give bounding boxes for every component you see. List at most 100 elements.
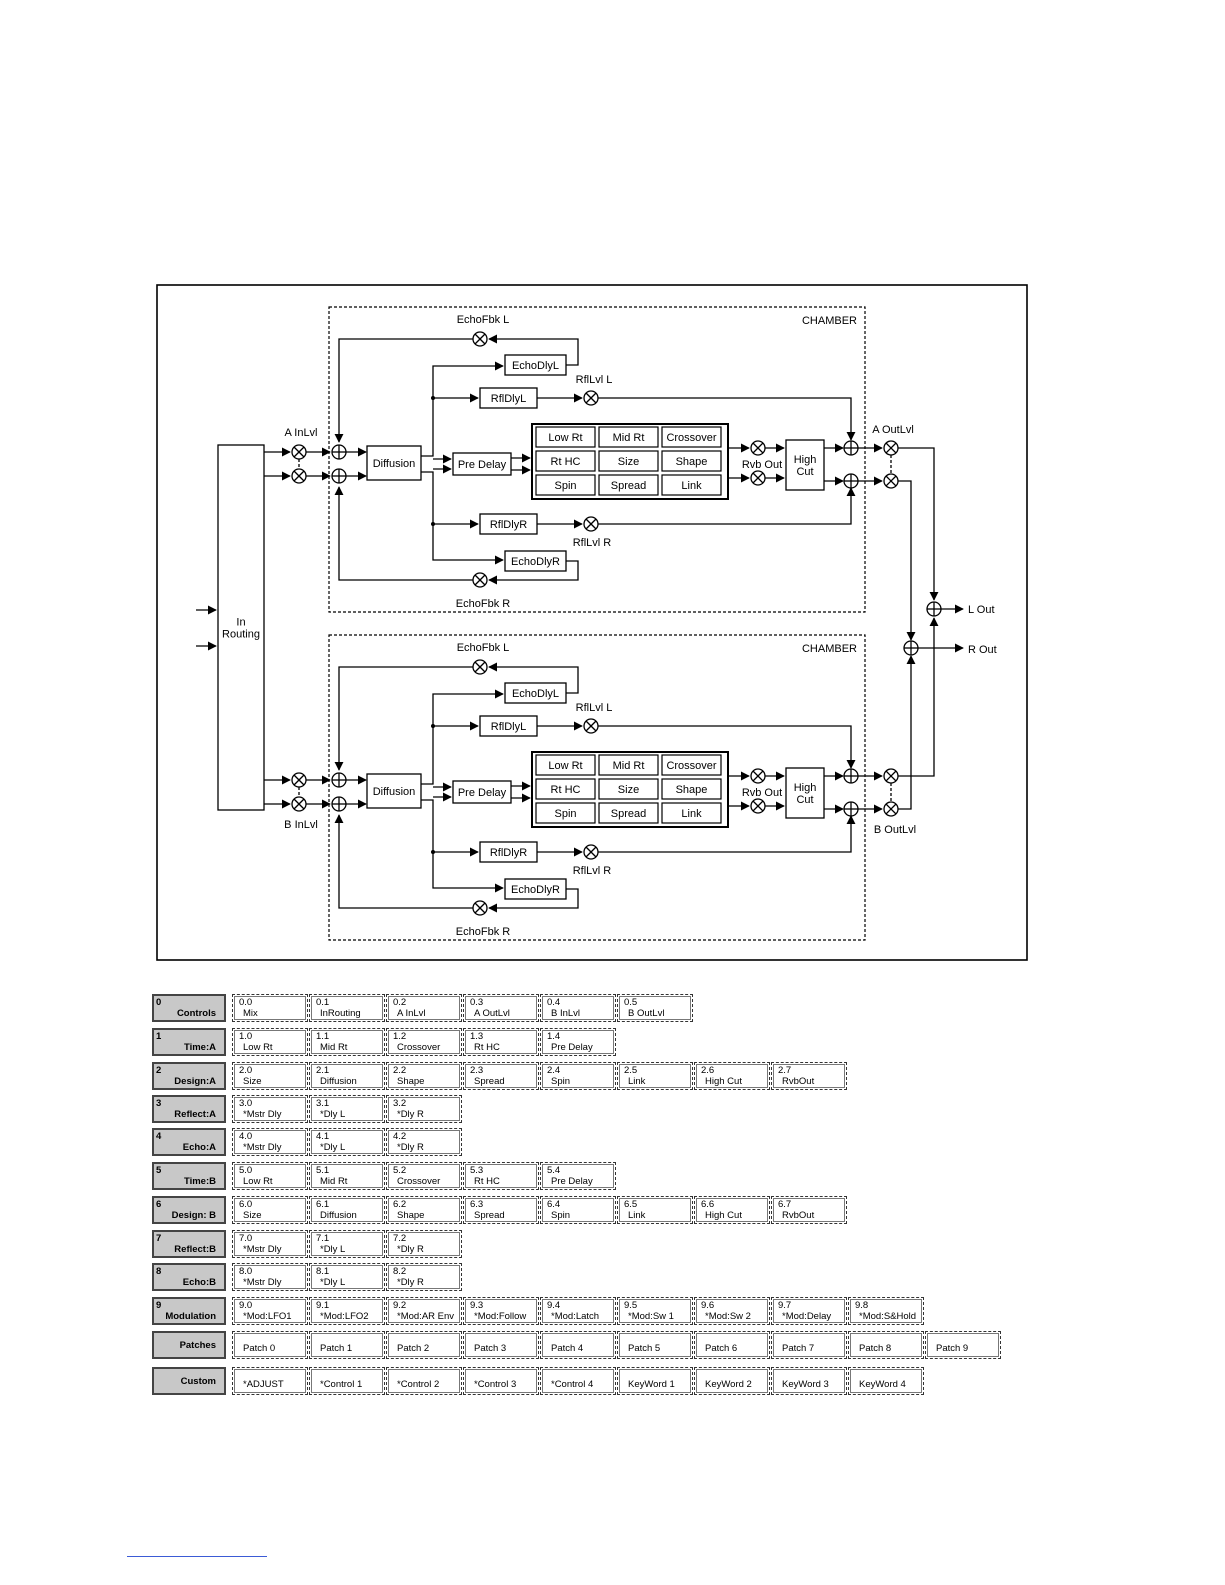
b-out-r-icon bbox=[883, 801, 899, 817]
param-row-header: Custom bbox=[152, 1367, 226, 1395]
param-cell[interactable]: 9.4*Mod:Latch bbox=[540, 1297, 616, 1325]
echo-fbk-l-icon bbox=[472, 659, 488, 675]
param-cell[interactable]: 8.1*Dly L bbox=[309, 1263, 385, 1291]
param-cell[interactable]: Patch 2 bbox=[386, 1331, 462, 1359]
b-in-l-icon bbox=[291, 772, 307, 788]
param-cell[interactable]: 9.0*Mod:LFO1 bbox=[232, 1297, 308, 1325]
param-cell[interactable]: 9.3*Mod:Follow bbox=[463, 1297, 539, 1325]
param-cell-name: Link bbox=[628, 1076, 646, 1087]
param-cell-name: RvbOut bbox=[782, 1076, 815, 1087]
param-cell[interactable]: KeyWord 2 bbox=[694, 1367, 770, 1395]
param-cell[interactable]: Patch 5 bbox=[617, 1331, 693, 1359]
param-cell[interactable]: 4.2*Dly R bbox=[386, 1128, 462, 1156]
param-cell[interactable]: *Control 1 bbox=[309, 1367, 385, 1395]
param-cell-number: 2.6 bbox=[701, 1065, 715, 1076]
param-row-number: 7 bbox=[156, 1233, 162, 1244]
param-cell[interactable]: 9.8*Mod:S&Hold bbox=[848, 1297, 924, 1325]
param-cell[interactable]: 4.1*Dly L bbox=[309, 1128, 385, 1156]
param-cell-number: 9.0 bbox=[239, 1300, 253, 1311]
param-cell[interactable]: 8.2*Dly R bbox=[386, 1263, 462, 1291]
param-cell[interactable]: KeyWord 4 bbox=[848, 1367, 924, 1395]
param-cell[interactable]: 7.0*Mstr Dly bbox=[232, 1230, 308, 1258]
a-out-r-icon bbox=[883, 473, 899, 489]
param-cell-name: Crossover bbox=[397, 1042, 441, 1053]
param-cell[interactable]: Patch 6 bbox=[694, 1331, 770, 1359]
grid-cell-label: Crossover bbox=[666, 432, 716, 444]
param-cell[interactable]: 9.5*Mod:Sw 1 bbox=[617, 1297, 693, 1325]
param-cell-name: *Dly R bbox=[397, 1277, 424, 1288]
param-cell[interactable]: 3.0*Mstr Dly bbox=[232, 1095, 308, 1123]
param-cell[interactable]: 8.0*Mstr Dly bbox=[232, 1263, 308, 1291]
param-cell[interactable]: *Control 3 bbox=[463, 1367, 539, 1395]
param-cell[interactable]: 9.6*Mod:Sw 2 bbox=[694, 1297, 770, 1325]
param-cell-name: Spin bbox=[551, 1076, 571, 1087]
param-cell[interactable]: Patch 1 bbox=[309, 1331, 385, 1359]
param-cell[interactable]: 7.2*Dly R bbox=[386, 1230, 462, 1258]
param-cell[interactable]: KeyWord 3 bbox=[771, 1367, 847, 1395]
echo-dly-r-box: EchoDlyR bbox=[504, 878, 567, 900]
param-cell[interactable]: *ADJUST bbox=[232, 1367, 308, 1395]
echo-fbk-r-label: EchoFbk R bbox=[456, 926, 510, 938]
param-cell[interactable]: Patch 3 bbox=[463, 1331, 539, 1359]
param-row-number: 8 bbox=[156, 1266, 162, 1277]
param-cell[interactable]: 3.2*Dly R bbox=[386, 1095, 462, 1123]
param-cell-name: Mid Rt bbox=[320, 1042, 348, 1053]
param-cell[interactable]: Patch 9 bbox=[925, 1331, 1001, 1359]
param-cell[interactable]: KeyWord 1 bbox=[617, 1367, 693, 1395]
param-cell[interactable]: Patch 8 bbox=[848, 1331, 924, 1359]
param-cell-name: Pre Delay bbox=[551, 1042, 593, 1053]
param-cell[interactable]: 9.7*Mod:Delay bbox=[771, 1297, 847, 1325]
param-cell[interactable]: Patch 4 bbox=[540, 1331, 616, 1359]
param-row-number: 2 bbox=[156, 1065, 162, 1076]
param-cell-number: 7.1 bbox=[316, 1233, 330, 1244]
param-cell[interactable]: Patch 7 bbox=[771, 1331, 847, 1359]
param-cell-name: *Mod:Latch bbox=[551, 1311, 600, 1322]
rvb-out-label: Rvb Out bbox=[742, 459, 782, 471]
param-cell[interactable]: 4.0*Mstr Dly bbox=[232, 1128, 308, 1156]
in-routing-box: InRouting bbox=[217, 444, 265, 811]
param-cell[interactable]: 9.1*Mod:LFO2 bbox=[309, 1297, 385, 1325]
sum-in-r-icon bbox=[331, 796, 347, 812]
param-cell[interactable]: 9.2*Mod:AR Env bbox=[386, 1297, 462, 1325]
param-cell[interactable]: *Control 2 bbox=[386, 1367, 462, 1395]
param-cell-name: *Mstr Dly bbox=[243, 1142, 282, 1153]
param-cell[interactable]: *Control 4 bbox=[540, 1367, 616, 1395]
param-cell[interactable]: 3.1*Dly L bbox=[309, 1095, 385, 1123]
param-cell-number: 1.3 bbox=[470, 1031, 484, 1042]
param-cell[interactable]: Patch 0 bbox=[232, 1331, 308, 1359]
param-cell-name: *Mod:Follow bbox=[474, 1311, 527, 1322]
param-cell[interactable]: 7.1*Dly L bbox=[309, 1230, 385, 1258]
